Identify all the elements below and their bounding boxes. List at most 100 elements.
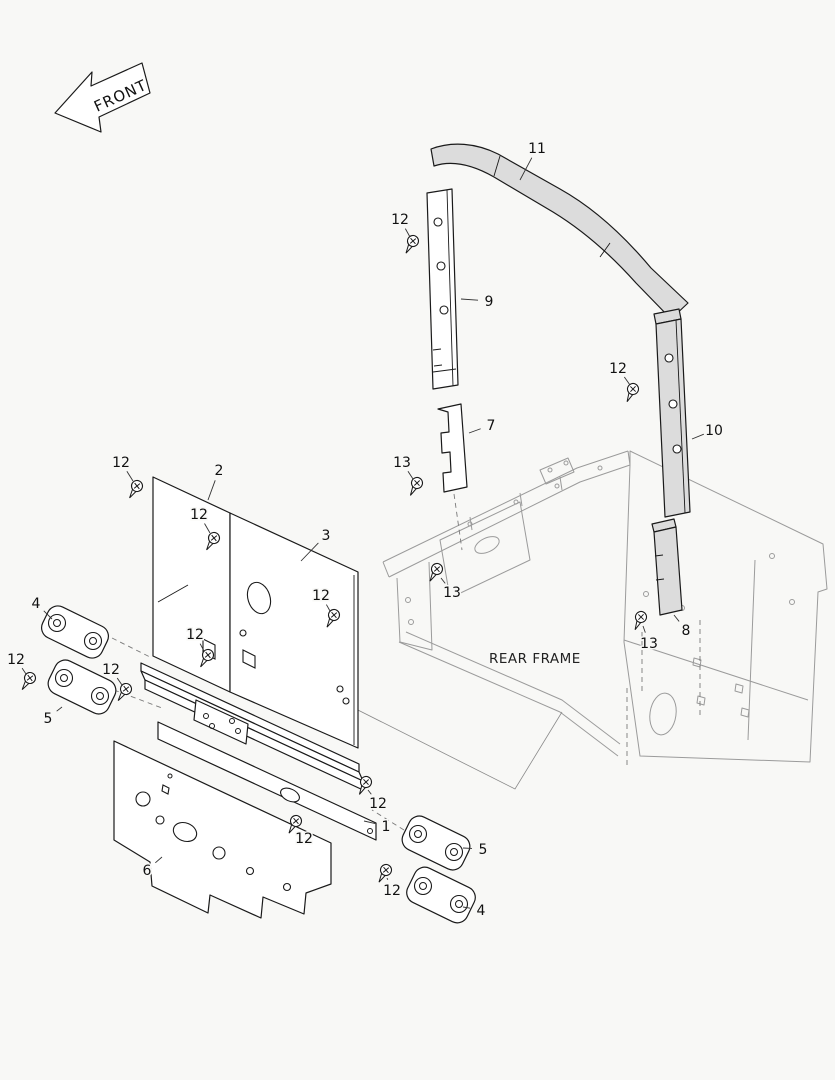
callout-label: 4 xyxy=(32,596,41,612)
callout-label: 12 xyxy=(102,662,120,678)
callout-leader-line xyxy=(204,523,211,534)
outline xyxy=(426,188,459,390)
lower-sill xyxy=(157,721,377,841)
frame-right-panel xyxy=(623,450,828,763)
part-4-clamp-right xyxy=(406,866,476,924)
callout-leader-line xyxy=(300,542,319,562)
outline xyxy=(406,866,476,924)
outline xyxy=(113,740,332,919)
callout-label: 5 xyxy=(44,711,53,727)
part-5-clamp-right xyxy=(401,815,471,871)
part-10-bar xyxy=(653,308,691,518)
callout-leader-line xyxy=(56,706,63,712)
part-1-channel xyxy=(140,662,377,841)
callout-leader-line xyxy=(126,471,134,482)
frame-top-rail xyxy=(382,450,629,563)
screw-icon xyxy=(17,669,39,694)
callout-label: 8 xyxy=(682,623,691,639)
callout-label: 3 xyxy=(322,528,331,544)
part-5-clamp-left xyxy=(47,659,117,715)
part-8-bracket xyxy=(651,518,683,616)
callout-leader-line xyxy=(155,856,163,864)
screw-icon xyxy=(400,232,422,257)
callout-label: 12 xyxy=(190,507,208,523)
rear-frame-label: REAR FRAME xyxy=(489,651,581,667)
callout-leader-line xyxy=(367,789,372,795)
callout-leader-line xyxy=(691,433,704,440)
oval-hole xyxy=(246,581,272,615)
frame-left-bracket xyxy=(396,561,433,651)
callout-leader-line xyxy=(21,667,27,675)
callout-leader-line xyxy=(407,470,414,480)
screw-icon xyxy=(405,475,425,499)
part-6-panel xyxy=(113,740,332,919)
screw-icon xyxy=(629,609,649,633)
callout-leader-line xyxy=(519,157,533,181)
part-9-bar xyxy=(426,188,459,390)
rear-frame-outline xyxy=(382,450,828,763)
callout-leader-line xyxy=(404,228,411,238)
callout-leader-line xyxy=(460,298,479,301)
outline xyxy=(430,143,689,320)
construction-lines xyxy=(103,493,701,831)
callout-label: 12 xyxy=(112,455,130,471)
frame-center-bracket xyxy=(439,501,531,599)
part-11-top-beam xyxy=(430,143,689,320)
callout-leader-line xyxy=(623,376,631,386)
callout-label: 2 xyxy=(215,463,224,479)
callout-label: 12 xyxy=(312,588,330,604)
callout-label: 10 xyxy=(705,423,723,439)
outline xyxy=(229,512,359,749)
callout-leader-line xyxy=(207,480,216,501)
callout-label: 12 xyxy=(391,212,409,228)
callout-leader-line xyxy=(468,428,481,434)
hole xyxy=(433,217,443,227)
part-7-bracket xyxy=(437,403,468,493)
outline xyxy=(653,526,683,616)
screws-layer xyxy=(17,232,649,886)
screw-icon xyxy=(424,560,446,585)
outline xyxy=(655,318,691,518)
outline xyxy=(437,403,468,493)
callout-leader-line xyxy=(363,820,376,825)
callout-leader-line xyxy=(462,906,471,909)
front-arrow-icon: FRONT xyxy=(54,62,151,133)
callout-label: 11 xyxy=(528,141,546,157)
callout-label: 13 xyxy=(393,455,411,471)
screw-icon xyxy=(113,680,135,705)
callout-label: 4 xyxy=(477,903,486,919)
callout-label: 7 xyxy=(487,418,496,434)
part-4-clamp-left xyxy=(40,605,110,659)
part-3-panel xyxy=(229,512,359,749)
callout-leader-line xyxy=(43,610,53,620)
callout-label: 6 xyxy=(143,863,152,879)
outline xyxy=(40,605,110,659)
oval-hole xyxy=(172,821,198,843)
callout-label: 12 xyxy=(7,652,25,668)
callout-leader-line xyxy=(386,877,389,881)
callout-label: 1 xyxy=(382,819,391,835)
callout-label: 5 xyxy=(479,842,488,858)
screw-icon xyxy=(373,861,395,886)
outline xyxy=(401,815,471,871)
callout-leader-line xyxy=(440,577,446,584)
hole xyxy=(664,353,674,363)
callout-leader-line xyxy=(642,625,646,633)
mount-plate xyxy=(193,699,249,745)
callout-label: 12 xyxy=(369,796,387,812)
callout-leader-line xyxy=(326,604,331,612)
callout-leader-line xyxy=(116,677,123,686)
callout-label: 13 xyxy=(443,585,461,601)
callout-leader-line xyxy=(199,643,205,652)
callout-label: 12 xyxy=(295,831,313,847)
callout-label: 13 xyxy=(640,636,658,652)
arrow-outline xyxy=(54,62,151,133)
callout-label: 12 xyxy=(383,883,401,899)
screw-icon xyxy=(124,477,146,502)
callout-label: 12 xyxy=(186,627,204,643)
screw-icon xyxy=(621,381,641,405)
callout-label: 12 xyxy=(609,361,627,377)
